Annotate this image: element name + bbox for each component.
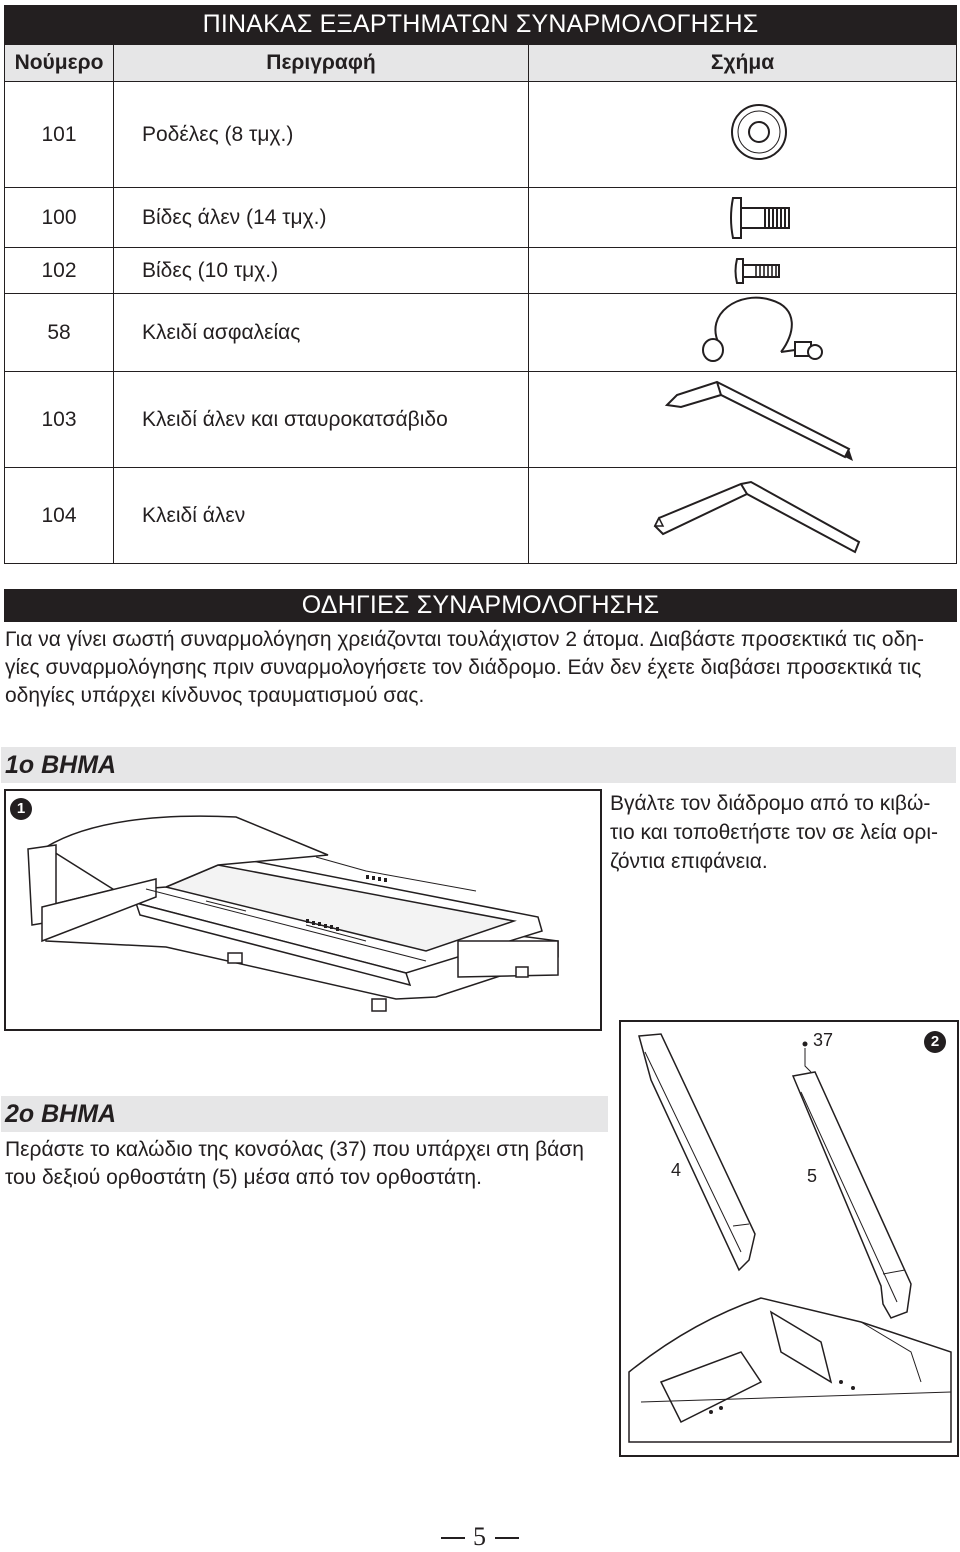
part-number: 103 [4, 371, 114, 468]
part-shape-cell [528, 293, 957, 372]
part-description: Ροδέλες (8 τμχ.) [113, 81, 529, 188]
part-number: 104 [4, 467, 114, 564]
step2-line: Περάστε το καλώδιο της κονσόλας (37) που… [5, 1138, 584, 1161]
instructions-line: οδηγίες υπάρχει κίνδυνος τραυματισμού σα… [5, 684, 425, 707]
part-shape-cell [528, 371, 957, 468]
table-row: 58 Κλειδί ασφαλείας [4, 293, 957, 372]
step1-line: τιο και τοποθετήστε τον σε λεία ορι- [610, 821, 939, 844]
part-number: 102 [4, 247, 114, 294]
part-shape-cell [528, 247, 957, 294]
instructions-text: Για να γίνει σωστή συναρμολόγηση χρειάζο… [5, 626, 960, 710]
step2-line: του δεξιού ορθοστάτη (5) μέσα από τον ορ… [5, 1166, 482, 1189]
part-description: Κλειδί άλεν και σταυροκατσάβιδο [113, 371, 529, 468]
parts-table-title: ΠΙΝΑΚΑΣ ΕΞΑΡΤΗΜΑΤΩΝ ΣΥΝΑΡΜΟΛΟΓΗΣΗΣ [4, 5, 957, 44]
part-number: 101 [4, 81, 114, 188]
step1-line: ζόντια επιφάνεια. [610, 850, 768, 873]
part-description: Βίδες (10 τμχ.) [113, 247, 529, 294]
label-cable: 37 [813, 1030, 834, 1050]
footer-rule-left [441, 1537, 465, 1539]
instructions-line: Για να γίνει σωστή συναρμολόγηση χρειάζο… [5, 628, 924, 651]
part-description: Κλειδί άλεν [113, 467, 529, 564]
part-shape-cell [528, 467, 957, 564]
figure-number-badge: 1 [10, 798, 32, 820]
step1-figure: 1 [4, 789, 602, 1031]
allen-key-screwdriver-icon [664, 380, 853, 461]
treadmill-illustration [27, 815, 559, 1012]
header-description: Περιγραφή [113, 44, 529, 82]
screw-icon [734, 258, 780, 284]
step1-title: 1ο ΒΗΜΑ [1, 747, 956, 783]
safety-key-icon [702, 296, 823, 362]
part-number: 58 [4, 293, 114, 372]
parts-table: Νούμερο Περιγραφή Σχήμα 101 Ροδέλες (8 τ… [4, 44, 957, 564]
figure-number-badge: 2 [924, 1031, 946, 1053]
header-number: Νούμερο [4, 44, 114, 82]
part-shape-cell [528, 187, 957, 248]
allen-bolt-icon [730, 197, 790, 239]
footer-rule-right [495, 1537, 519, 1539]
label-right-post: 5 [807, 1166, 818, 1186]
table-row: 101 Ροδέλες (8 τμχ.) [4, 81, 957, 188]
table-row: 104 Κλειδί άλεν [4, 467, 957, 564]
part-number: 100 [4, 187, 114, 248]
step1-text: Βγάλτε τον διάδρομο από το κιβώ- τιο και… [610, 789, 956, 876]
table-row: 100 Βίδες άλεν (14 τμχ.) [4, 187, 957, 248]
part-description: Βίδες άλεν (14 τμχ.) [113, 187, 529, 248]
table-row: 102 Βίδες (10 τμχ.) [4, 247, 957, 294]
step2-text: Περάστε το καλώδιο της κονσόλας (37) που… [5, 1136, 615, 1192]
label-left-post: 4 [671, 1160, 682, 1180]
instructions-title: ΟΔΗΓΙΕΣ ΣΥΝΑΡΜΟΛΟΓΗΣΗΣ [4, 589, 957, 622]
washer-icon [731, 104, 787, 160]
parts-table-header: Νούμερο Περιγραφή Σχήμα [4, 44, 957, 82]
page-number: 5 [473, 1522, 486, 1551]
allen-key-icon [653, 480, 861, 554]
step2-title: 2ο ΒΗΜΑ [1, 1096, 608, 1132]
part-shape-cell [528, 81, 957, 188]
part-description: Κλειδί ασφαλείας [113, 293, 529, 372]
instructions-line: γίες συναρμολόγησης πριν συναρμολογήσετε… [5, 656, 922, 679]
uprights-illustration [628, 1033, 952, 1443]
step2-figure: 2 37 4 5 [619, 1020, 959, 1457]
table-row: 103 Κλειδί άλεν και σταυροκατσάβιδο [4, 371, 957, 468]
header-shape: Σχήμα [528, 44, 957, 82]
step1-line: Βγάλτε τον διάδρομο από το κιβώ- [610, 792, 931, 815]
